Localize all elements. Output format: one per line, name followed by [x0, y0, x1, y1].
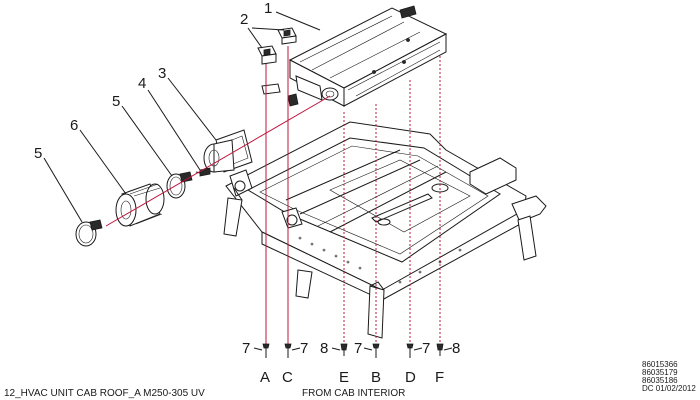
hose-clamp-lower [75, 219, 103, 247]
part-number-block: 86015366 86035179 86035186 DC 01/02/2012 [642, 360, 696, 393]
part-number: 86035179 [642, 368, 678, 377]
cab-roof-frame [223, 121, 547, 339]
hose-clamp-upper [166, 171, 193, 199]
callout-7-b: 7 [354, 340, 362, 357]
part-number: 86015366 [642, 360, 678, 369]
callout-labels: 1 2 3 4 5 5 6 7 7 7 7 8 8 [34, 0, 460, 357]
view-note: FROM CAB INTERIOR [302, 388, 405, 399]
callout-7-c: 7 [300, 340, 308, 357]
flex-hose [115, 183, 165, 227]
callout-1: 1 [264, 0, 272, 17]
callout-leaders [43, 11, 453, 351]
callout-2: 2 [240, 11, 248, 28]
callout-5-upper: 5 [112, 93, 120, 110]
callout-7-d: 7 [422, 340, 430, 357]
drawing-id: 12_HVAC UNIT CAB ROOF_A M250-305 UV [4, 388, 205, 399]
assembly-axis-line [105, 95, 331, 227]
callout-4: 4 [138, 75, 146, 92]
drawing-date: DC 01/02/2012 [642, 384, 696, 393]
hole-letter-a: A [260, 369, 270, 386]
hole-letters: A C E B D F [260, 369, 444, 386]
callout-3: 3 [158, 65, 166, 82]
mounting-brackets [257, 27, 297, 65]
callout-8-e: 8 [320, 340, 328, 357]
callout-7-a: 7 [242, 340, 250, 357]
callout-5-lower: 5 [34, 145, 42, 162]
hvac-unit [261, 5, 448, 107]
hole-letter-c: C [282, 369, 293, 386]
callout-6: 6 [70, 117, 78, 134]
hole-letter-f: F [435, 369, 444, 386]
callout-8-f: 8 [452, 340, 460, 357]
hole-letter-d: D [405, 369, 416, 386]
part-number: 86035186 [642, 376, 678, 385]
bolts [262, 343, 444, 358]
hole-letter-b: B [371, 369, 381, 386]
duct-adapter [203, 129, 253, 173]
hole-letter-e: E [339, 369, 349, 386]
fastener-leaders [265, 46, 441, 344]
